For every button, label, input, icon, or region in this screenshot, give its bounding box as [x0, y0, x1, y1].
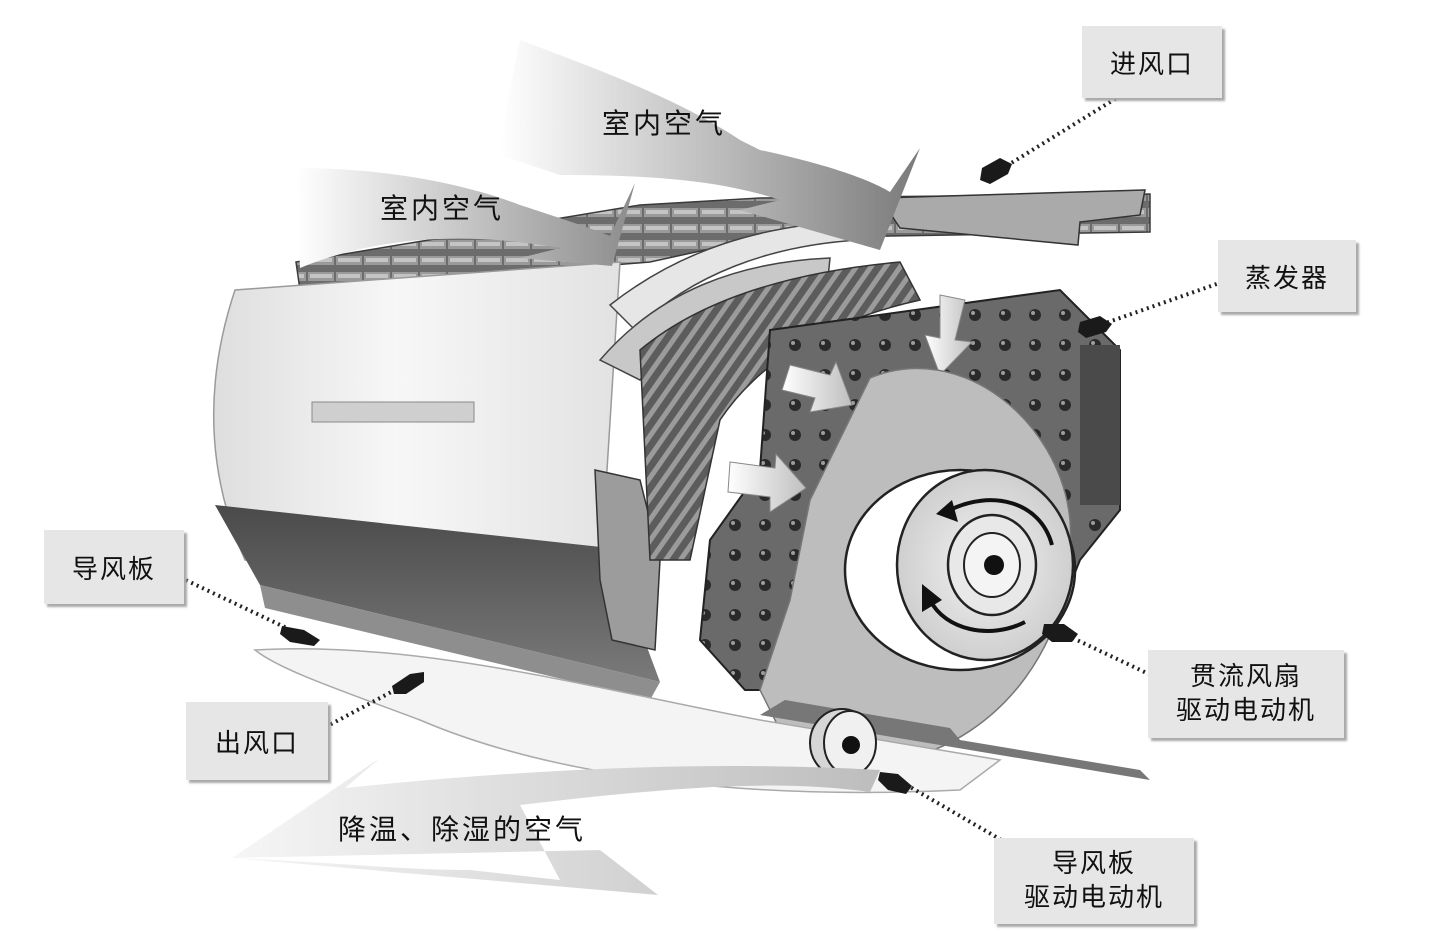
leader-evaporator	[1100, 280, 1228, 325]
label-deflector: 导风板	[44, 530, 184, 604]
label-air-outlet-text: 出风口	[215, 723, 299, 760]
label-deflector-text: 导风板	[72, 549, 156, 586]
label-evaporator-text: 蒸发器	[1245, 258, 1329, 295]
label-deflector-motor-line2: 驱动电动机	[1024, 881, 1164, 915]
hand-pointer-icon	[280, 626, 320, 646]
label-crossflow-fan-motor-line1: 贯流风扇	[1190, 660, 1302, 694]
label-crossflow-fan-motor-line2: 驱动电动机	[1176, 694, 1316, 728]
label-crossflow-fan-motor: 贯流风扇 驱动电动机	[1148, 650, 1344, 738]
label-air-outlet: 出风口	[186, 702, 328, 780]
deflector-motor-shaft	[842, 736, 860, 754]
label-deflector-motor: 导风板 驱动电动机	[994, 838, 1194, 924]
display-slot	[312, 402, 474, 422]
leader-air-inlet	[1000, 86, 1136, 170]
inlet-cover-panel	[880, 190, 1145, 245]
label-air-inlet-text: 进风口	[1110, 44, 1194, 81]
label-deflector-motor-line1: 导风板	[1052, 847, 1136, 881]
hand-pointer-icon	[980, 158, 1012, 184]
indoor-air-label-upper: 室内空气	[602, 102, 726, 142]
fan-motor-shaft	[984, 555, 1004, 575]
evaporator-end-plate	[1080, 345, 1120, 505]
indoor-air-label-lower: 室内空气	[380, 187, 504, 227]
label-air-inlet: 进风口	[1082, 26, 1222, 98]
label-evaporator: 蒸发器	[1218, 240, 1356, 312]
cooled-air-label: 降温、除湿的空气	[338, 808, 586, 848]
